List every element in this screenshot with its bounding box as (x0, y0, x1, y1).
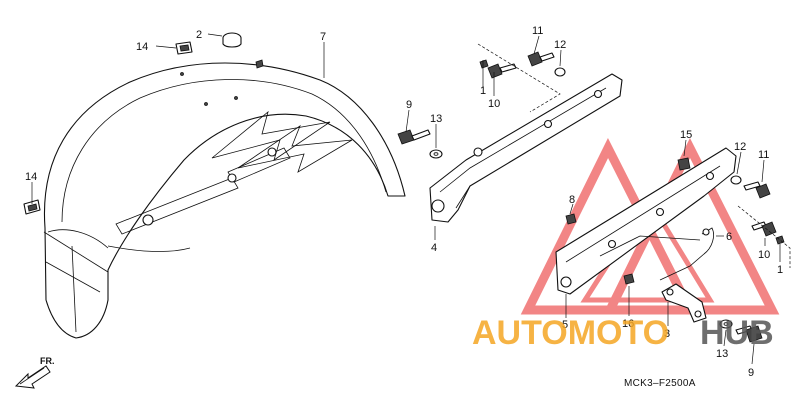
callout-4: 4 (431, 242, 437, 254)
bolt-8 (565, 213, 577, 225)
bolt-10-upper (487, 63, 517, 79)
bolt-16 (623, 273, 635, 285)
callout-labels: 14 2 7 14 9 13 1 10 11 12 4 15 12 11 8 6… (25, 25, 783, 379)
callout-7: 7 (320, 31, 326, 43)
drawing-code: MCK3–F2500A (624, 378, 696, 389)
bolt-10-right (751, 221, 777, 237)
bolt-9-lower (735, 325, 763, 343)
leader-lines (31, 33, 781, 365)
callout-9-lower: 9 (748, 367, 754, 379)
nut-1-right (775, 235, 785, 245)
callout-10-upper: 10 (488, 98, 500, 110)
front-label: FR. (40, 356, 55, 366)
callout-11-upper: 11 (532, 25, 543, 37)
washer-13-lower (719, 319, 733, 329)
bolt-11-upper (527, 51, 555, 67)
watermark-text-part2: HUB (700, 314, 774, 352)
watermark-text-part1: AUTOMOTO (472, 314, 669, 352)
callout-16: 16 (622, 318, 634, 330)
callout-14-top: 14 (136, 41, 148, 53)
front-direction-indicator: FR. (14, 356, 55, 389)
nut-15 (677, 157, 691, 171)
washer-12-upper (554, 67, 566, 77)
reference-frame-right (737, 205, 791, 268)
callout-5: 5 (562, 319, 568, 331)
rear-fender (43, 59, 406, 339)
callout-2: 2 (196, 29, 202, 41)
washer-12-right (730, 175, 742, 185)
callout-12-upper: 12 (554, 39, 566, 51)
callout-10-right: 10 (758, 249, 770, 261)
nut-1-upper (479, 59, 489, 69)
bracket-3 (661, 283, 707, 323)
callout-6: 6 (726, 231, 732, 243)
callout-11-right: 11 (758, 149, 769, 161)
bolt-9-upper (397, 129, 431, 145)
front-arrow-icon (14, 365, 51, 389)
grab-rail-right (555, 147, 737, 295)
callout-3: 3 (664, 328, 670, 340)
callout-1-upper: 1 (480, 85, 486, 97)
callout-8: 8 (569, 194, 575, 206)
callout-12-right: 12 (734, 141, 746, 153)
washer-13-upper (429, 149, 443, 159)
bolt-11-right (743, 181, 771, 199)
bracket-6 (599, 227, 714, 281)
callout-14-left: 14 (25, 171, 37, 183)
reference-frame-upper (477, 43, 561, 113)
callout-13-lower: 13 (716, 348, 728, 360)
grommet-2 (222, 32, 242, 48)
callout-1-right: 1 (777, 264, 783, 276)
watermark-text: AUTOMOTO HUB (472, 314, 774, 352)
callout-13-upper: 13 (430, 113, 442, 125)
callout-9-upper: 9 (406, 99, 412, 111)
clip-nut-14-left (23, 199, 41, 215)
callout-15: 15 (680, 129, 692, 141)
grab-rail-left (429, 73, 623, 223)
clip-nut-14-top (175, 41, 193, 55)
